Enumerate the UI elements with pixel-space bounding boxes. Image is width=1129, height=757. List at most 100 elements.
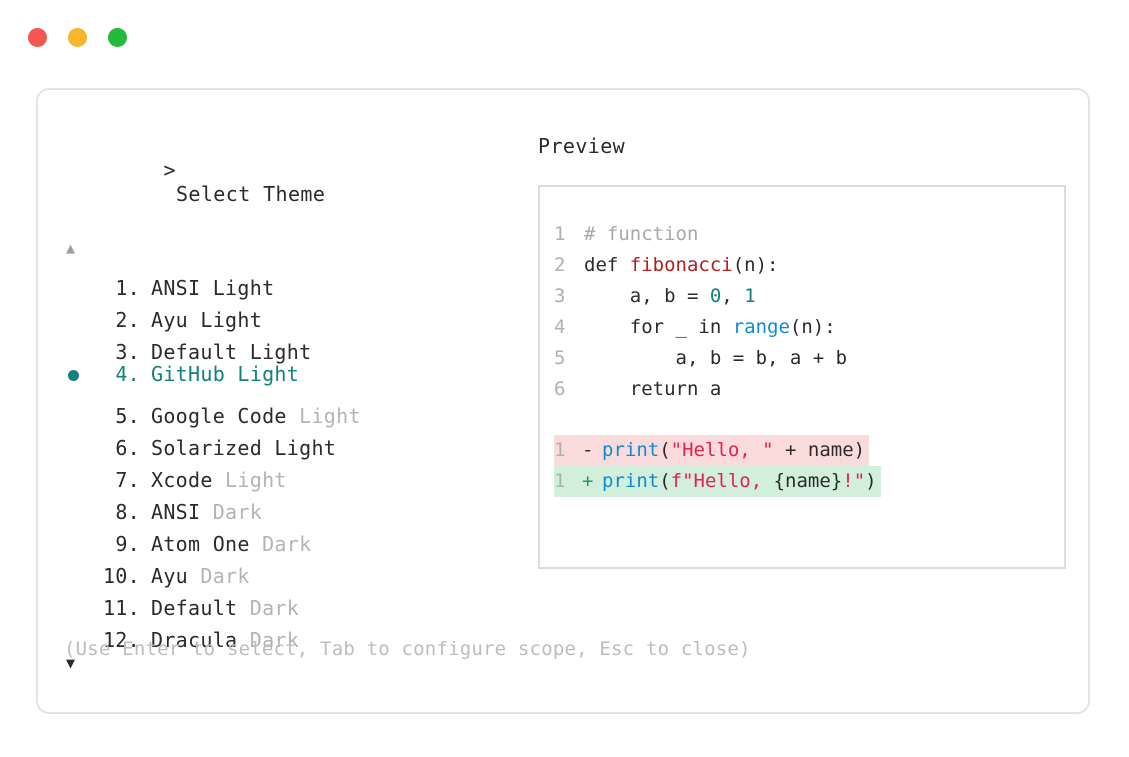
code-spacer (540, 409, 1064, 435)
theme-item-name: Ayu (151, 564, 189, 588)
maximize-window-button[interactable] (108, 28, 127, 47)
selection-indicator (64, 551, 94, 583)
code-token: {name} (773, 470, 843, 492)
theme-item-variant: Light (200, 276, 275, 300)
code-token: "Hello, " (670, 439, 774, 461)
theme-item-variant: Dark (237, 596, 300, 620)
diff-sign: - (582, 439, 594, 461)
code-token: range (732, 316, 790, 338)
diff-line-del: 1-print("Hello, " + name) (540, 435, 1064, 466)
theme-item-number: 3. (115, 340, 140, 364)
theme-item-name: Xcode (151, 468, 213, 492)
selected-bullet-icon (68, 369, 79, 381)
selection-indicator (64, 263, 94, 295)
code-content: print("Hello, " + name) (602, 435, 865, 466)
window-controls (28, 28, 127, 47)
theme-list-item[interactable]: 5. Google Code Light (64, 391, 524, 428)
keyboard-hint: (Use Enter to select, Tab to configure s… (64, 638, 751, 660)
code-token: print (602, 470, 660, 492)
theme-item-number: 7. (115, 468, 140, 492)
theme-item-name: Dracula (151, 628, 238, 652)
close-window-button[interactable] (28, 28, 47, 47)
prompt-caret-icon: > (163, 158, 176, 182)
prompt-line: > Select Theme (64, 134, 524, 230)
diff-line-content: 1+print(f"Hello, {name}!") (554, 466, 881, 497)
line-number: 6 (554, 378, 566, 400)
theme-item-name: Google Code (151, 404, 287, 428)
theme-item-variant: Light (225, 361, 300, 386)
theme-item-number: 4. (115, 361, 140, 386)
theme-item-name: Ayu (151, 308, 189, 332)
theme-list-item[interactable]: 8. ANSI Dark (64, 487, 524, 524)
scroll-down-icon[interactable]: ▼ (66, 654, 76, 672)
code-token: + name) (773, 439, 866, 461)
theme-item-variant: Light (188, 308, 263, 332)
theme-item-number: 10. (102, 564, 140, 588)
code-content: # function (576, 223, 698, 245)
theme-item-number: 8. (115, 500, 140, 524)
theme-item-name: Default (151, 596, 238, 620)
code-token: ( (659, 439, 671, 461)
code-token: a, b = b, a + b (584, 347, 848, 369)
theme-item-name: ANSI (151, 500, 201, 524)
theme-item-variant: Light (237, 340, 312, 364)
theme-item-variant: Dark (237, 628, 300, 652)
theme-item-number: 1. (115, 276, 140, 300)
selection-indicator (64, 455, 94, 487)
scroll-up-icon[interactable]: ▲ (66, 239, 76, 257)
code-token: 0 (709, 285, 722, 307)
theme-list-item[interactable]: 1.ANSI Light (64, 263, 524, 300)
code-content: print(f"Hello, {name}!") (602, 466, 877, 497)
theme-item-number: 2. (115, 308, 140, 332)
line-number: 1 (554, 470, 566, 492)
code-content: def fibonacci(n): (576, 254, 778, 276)
theme-item-number: 6. (115, 436, 140, 460)
theme-list-item[interactable]: 12. Dracula Dark (64, 615, 524, 652)
theme-item-name: Solarized (151, 436, 263, 460)
code-token: (n): (789, 316, 836, 338)
theme-item-variant: Light (212, 468, 287, 492)
theme-list-item[interactable]: 2. Ayu Light (64, 295, 524, 332)
code-content: return a (576, 378, 722, 400)
theme-item-name: Default (151, 340, 238, 364)
theme-item-number: 11. (102, 596, 140, 620)
theme-item-number: 5. (115, 404, 140, 428)
selection-indicator (64, 327, 94, 359)
theme-list-item[interactable]: 11. Default Dark (64, 583, 524, 620)
theme-list-item[interactable]: 9.Atom One Dark (64, 519, 524, 556)
selection-indicator (64, 583, 94, 615)
code-token: ( (659, 470, 671, 492)
code-token: f"Hello, (670, 470, 774, 492)
selection-indicator (64, 295, 94, 327)
theme-list-item[interactable]: 4.GitHub Light (64, 359, 524, 391)
selection-indicator (64, 391, 94, 423)
page-title (164, 182, 176, 206)
code-token: for _ in (584, 316, 733, 338)
selection-indicator (64, 423, 94, 455)
theme-list-item[interactable]: 6.Solarized Light (64, 423, 524, 460)
code-token: # function (584, 223, 699, 245)
line-number: 1 (554, 223, 566, 245)
code-token: def (584, 254, 630, 276)
code-content: for _ in range(n): (576, 316, 836, 338)
theme-item-variant: Light (286, 404, 361, 428)
code-line: 5 a, b = b, a + b (540, 347, 1064, 378)
theme-item-number: 12. (102, 628, 140, 652)
minimize-window-button[interactable] (68, 28, 87, 47)
diff-line-add: 1+print(f"Hello, {name}!") (540, 466, 1064, 497)
theme-item-variant: Dark (200, 500, 263, 524)
code-line: 4 for _ in range(n): (540, 316, 1064, 347)
selector-title: Select Theme (175, 182, 326, 206)
code-token: !" (842, 470, 866, 492)
code-line: 6 return a (540, 378, 1064, 409)
selection-indicator (64, 359, 94, 391)
theme-list-item[interactable]: 10.Ayu Dark (64, 551, 524, 588)
code-token: ) (865, 470, 877, 492)
theme-list-item[interactable]: 7. Xcode Light (64, 455, 524, 492)
theme-list-item[interactable]: 3. Default Light (64, 327, 524, 364)
code-token: print (602, 439, 660, 461)
